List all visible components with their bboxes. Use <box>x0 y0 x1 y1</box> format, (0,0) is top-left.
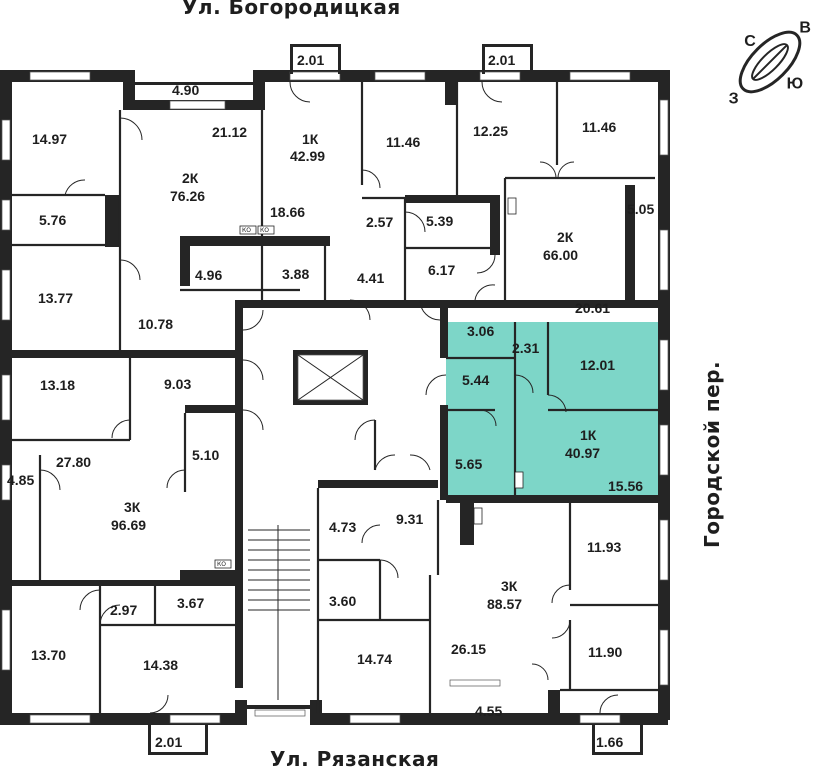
room-area: 4.90 <box>172 82 199 98</box>
apartment-label: 2К 66.00 <box>543 229 578 263</box>
room-area: 9.03 <box>164 376 191 392</box>
room-area: 5.05 <box>627 201 654 217</box>
room-area: 14.38 <box>143 657 178 673</box>
svg-text:3К: 3К <box>124 499 141 515</box>
svg-text:1К: 1К <box>580 427 597 443</box>
room-area: 3.88 <box>282 266 309 282</box>
compass-south: Ю <box>787 76 804 93</box>
compass-west: З <box>729 90 739 107</box>
svg-text:2К: 2К <box>557 229 574 245</box>
room-area: 4.73 <box>329 519 356 535</box>
room-area: 5.44 <box>462 372 489 388</box>
room-area: 4.55 <box>475 703 502 719</box>
room-area: 5.76 <box>39 212 66 228</box>
svg-text:76.26: 76.26 <box>170 188 205 204</box>
room-area: 14.74 <box>357 651 392 667</box>
street-bottom-label: Ул. Рязанская <box>270 747 439 767</box>
apartment-label: 1К 40.97 <box>565 427 600 461</box>
balcony-label: 2.01 <box>297 52 324 68</box>
balcony-label: 1.66 <box>596 734 623 750</box>
room-area: 9.31 <box>396 511 423 527</box>
balcony-label: 2.01 <box>155 734 182 750</box>
doors <box>39 81 619 714</box>
room-area: 11.93 <box>587 539 621 555</box>
room-area: 2.31 <box>512 340 539 356</box>
svg-text:42.99: 42.99 <box>290 148 325 164</box>
room-area: 6.17 <box>428 262 455 278</box>
apartment-label: 3К 96.69 <box>111 499 146 533</box>
svg-text:96.69: 96.69 <box>111 517 146 533</box>
room-area: 14.97 <box>32 131 67 147</box>
room-area: 15.56 <box>608 478 643 494</box>
compass: С Ю З В <box>729 20 811 108</box>
svg-text:1К: 1К <box>302 131 319 147</box>
apartment-label: 3К 88.57 <box>487 578 522 612</box>
room-area: 12.01 <box>580 357 615 373</box>
ko-label: КО <box>242 227 251 234</box>
room-area: 11.46 <box>386 134 420 150</box>
room-area: 27.80 <box>56 454 91 470</box>
highlighted-apartment[interactable] <box>446 322 660 495</box>
room-area: 12.25 <box>473 123 508 139</box>
ko-markers: КО КО КО <box>214 197 524 569</box>
room-area: 4.85 <box>7 472 34 488</box>
staircase <box>248 525 310 700</box>
room-area: 4.41 <box>357 270 384 286</box>
room-area: 11.90 <box>588 644 622 660</box>
room-area: 21.12 <box>212 124 247 140</box>
room-area: 10.78 <box>138 316 173 332</box>
ko-label: КО <box>260 227 269 234</box>
windows <box>1 71 669 724</box>
room-area: 13.18 <box>40 377 75 393</box>
svg-text:88.57: 88.57 <box>487 596 522 612</box>
svg-text:2К: 2К <box>182 170 199 186</box>
balcony-label: 2.01 <box>488 52 515 68</box>
room-area: 13.70 <box>31 647 66 663</box>
room-area: 3.06 <box>467 323 494 339</box>
room-area: 2.97 <box>110 602 137 618</box>
room-area: 3.60 <box>329 593 356 609</box>
compass-north: С <box>744 33 756 50</box>
svg-text:40.97: 40.97 <box>565 445 600 461</box>
room-area: 18.66 <box>270 204 305 220</box>
room-area: 3.67 <box>177 595 204 611</box>
room-labels: 4.90 14.97 21.12 11.46 12.25 11.46 5.76 … <box>7 82 654 719</box>
balconies <box>135 44 643 755</box>
room-area: 5.65 <box>455 456 482 472</box>
compass-east: В <box>799 20 811 37</box>
interior-walls <box>12 82 660 713</box>
room-area: 4.96 <box>195 267 222 283</box>
street-right-label: Городской пер. <box>700 361 724 548</box>
street-top-label: Ул. Богородицкая <box>182 0 401 19</box>
room-area: 5.39 <box>426 213 453 229</box>
room-area: 13.77 <box>38 290 73 306</box>
svg-text:3К: 3К <box>501 578 518 594</box>
apartment-label: 1К 42.99 <box>290 131 325 164</box>
room-area: 2.57 <box>366 214 393 230</box>
room-area: 5.10 <box>192 447 219 463</box>
svg-text:66.00: 66.00 <box>543 247 578 263</box>
apartment-label: 2К 76.26 <box>170 170 205 204</box>
room-area: 26.15 <box>451 641 486 657</box>
ko-label: КО <box>217 561 226 568</box>
room-area: 20.61 <box>575 300 610 316</box>
room-area: 11.46 <box>582 119 616 135</box>
